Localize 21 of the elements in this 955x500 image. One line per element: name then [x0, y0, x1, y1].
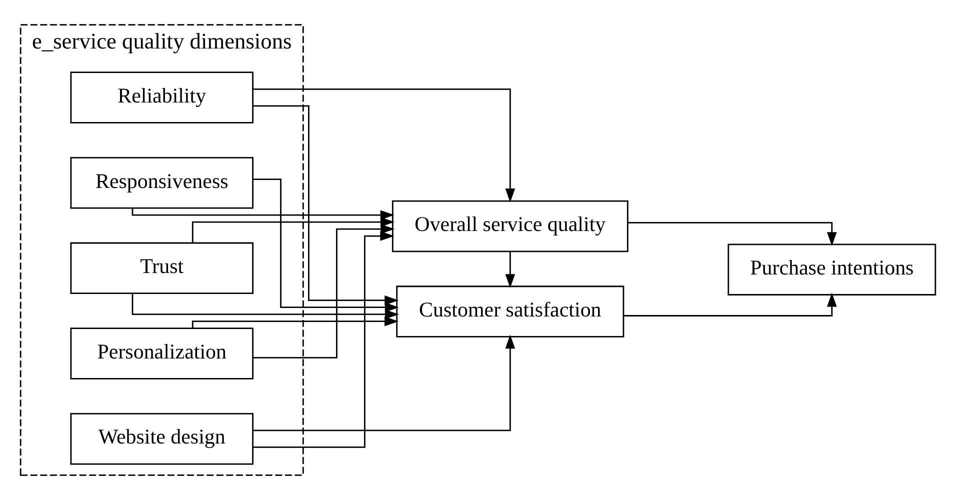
node-box: Website design [70, 412, 253, 465]
node-box: Reliability [70, 72, 253, 124]
arrow [504, 252, 515, 288]
node-box: Customer satisfaction [396, 286, 624, 338]
arrow [252, 88, 515, 203]
arrow [252, 224, 394, 358]
arrow [191, 217, 394, 243]
arrow [623, 292, 836, 316]
node-box: Personalization [70, 328, 253, 380]
arrow [131, 208, 394, 220]
arrow [252, 231, 394, 448]
arrow [252, 178, 398, 312]
arrow [252, 334, 515, 432]
node-box: Responsiveness [70, 156, 253, 209]
node-box: Purchase intentions [727, 244, 936, 296]
arrow [191, 316, 398, 328]
node-box: Trust [70, 242, 253, 294]
node-box: Overall service quality [391, 200, 628, 252]
arrow [252, 105, 398, 306]
arrow [131, 293, 398, 320]
arrow [627, 222, 836, 246]
